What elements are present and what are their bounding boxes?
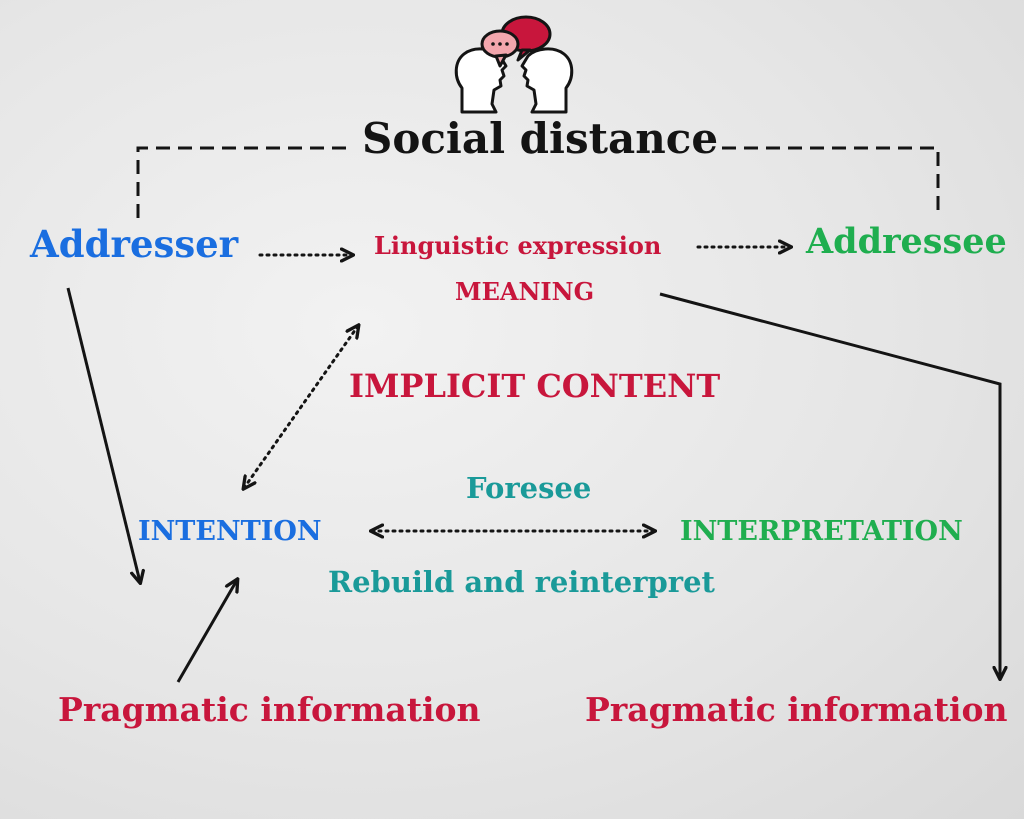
pragmatic-information-left-label: Pragmatic information [58,690,481,729]
arrow-meaning-to-pragmatic-right [659,292,1000,678]
rebuild-reinterpret-label: Rebuild and reinterpret [328,565,715,599]
arrow-addresser-down [66,287,140,582]
social-distance-title: Social distance [362,114,719,163]
arrow-meaning-intention [244,326,358,488]
two-heads-speech-icon [452,14,576,118]
arrow-pragmatic-to-intention [176,580,237,683]
intention-label: INTENTION [138,516,322,547]
implicit-content-label: IMPLICIT CONTENT [349,367,721,405]
addresser-label: Addresser [30,222,239,266]
foresee-label: Foresee [466,471,592,505]
meaning-label: MEANING [455,277,595,306]
addressee-label: Addressee [806,221,1007,262]
social-distance-bracket-left [136,146,348,218]
linguistic-expression-label: Linguistic expression [374,231,662,260]
interpretation-label: INTERPRETATION [680,516,963,547]
social-distance-bracket-right [722,146,940,218]
pragmatic-information-right-label: Pragmatic information [585,690,1008,729]
